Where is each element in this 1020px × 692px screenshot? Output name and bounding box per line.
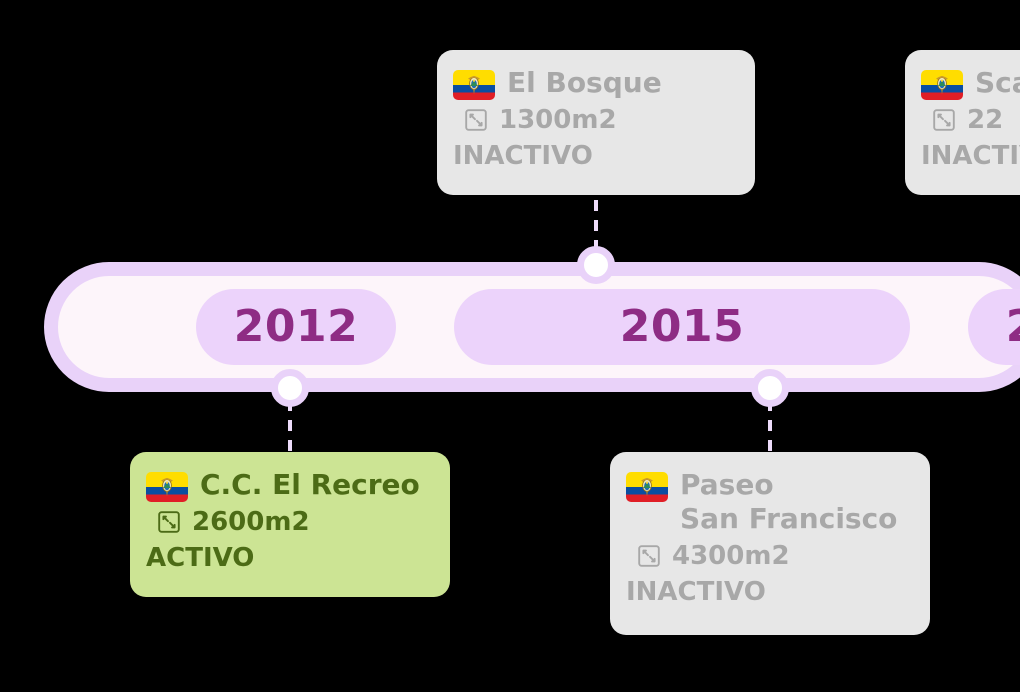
card-title-group: El Bosque: [507, 66, 662, 100]
timeline-node-el-recreo[interactable]: [271, 369, 309, 407]
card-title-line: Scala: [975, 66, 1020, 99]
area-expand-icon: [638, 545, 660, 568]
card-area-value: 1300m2: [499, 105, 617, 136]
card-title-group: Scala: [975, 66, 1020, 100]
event-card-el-recreo[interactable]: C.C. El Recreo 2600m2 ACTIVO: [130, 452, 450, 597]
card-area-value: 22: [967, 105, 1004, 136]
timeline-node-el-bosque[interactable]: [577, 246, 615, 284]
card-title-line: C.C. El Recreo: [200, 468, 420, 501]
year-pill-label: 2015: [619, 301, 745, 352]
card-title-line: Paseo: [680, 468, 774, 501]
ecuador-flag-icon: [626, 472, 668, 502]
event-card-paseo-san-francisco[interactable]: Paseo San Francisco 4300m2 INACTIVO: [610, 452, 930, 635]
ecuador-flag-icon: [146, 472, 188, 502]
card-title-row: C.C. El Recreo: [146, 468, 430, 502]
card-title-row: Scala: [921, 66, 1020, 100]
event-card-el-bosque[interactable]: El Bosque 1300m2 INACTIVO: [437, 50, 755, 195]
year-pill-label: 2012: [233, 301, 359, 352]
connector-el-recreo: [288, 400, 292, 455]
year-pill-2018[interactable]: 2018: [968, 289, 1020, 365]
card-area-row: 2600m2: [146, 509, 430, 535]
year-pill-2012[interactable]: 2012: [196, 289, 396, 365]
card-title-row: Paseo San Francisco: [626, 468, 910, 536]
card-area-value: 4300m2: [672, 541, 790, 572]
card-status-badge: INACTIVO: [921, 141, 1020, 172]
timeline-year-pill-row: 2012 2015 2018: [44, 262, 1020, 392]
area-expand-icon: [158, 511, 180, 533]
connector-el-bosque: [594, 200, 598, 260]
card-area-row: 22: [921, 107, 1020, 133]
ecuador-flag-icon: [921, 70, 963, 100]
card-title-line: El Bosque: [507, 66, 662, 99]
event-card-scala[interactable]: Scala 22 INACTIVO: [905, 50, 1020, 195]
connector-paseo-san-francisco: [768, 400, 772, 455]
card-status-badge: ACTIVO: [146, 543, 255, 574]
card-area-value: 2600m2: [192, 507, 310, 538]
card-title-line: San Francisco: [680, 502, 898, 536]
card-area-row: 4300m2: [626, 543, 910, 569]
ecuador-flag-icon: [453, 70, 495, 100]
year-pill-2015[interactable]: 2015: [454, 289, 910, 365]
card-area-row: 1300m2: [453, 107, 735, 133]
year-pill-label: 2018: [1006, 305, 1020, 349]
card-status-badge: INACTIVO: [453, 141, 593, 172]
area-expand-icon: [933, 109, 955, 131]
card-status-badge: INACTIVO: [626, 577, 766, 608]
card-title-group: Paseo San Francisco: [680, 468, 897, 536]
area-expand-icon: [465, 109, 487, 131]
card-title-row: El Bosque: [453, 66, 735, 100]
timeline-node-paseo-san-francisco[interactable]: [751, 369, 789, 407]
card-title-group: C.C. El Recreo: [200, 468, 420, 502]
